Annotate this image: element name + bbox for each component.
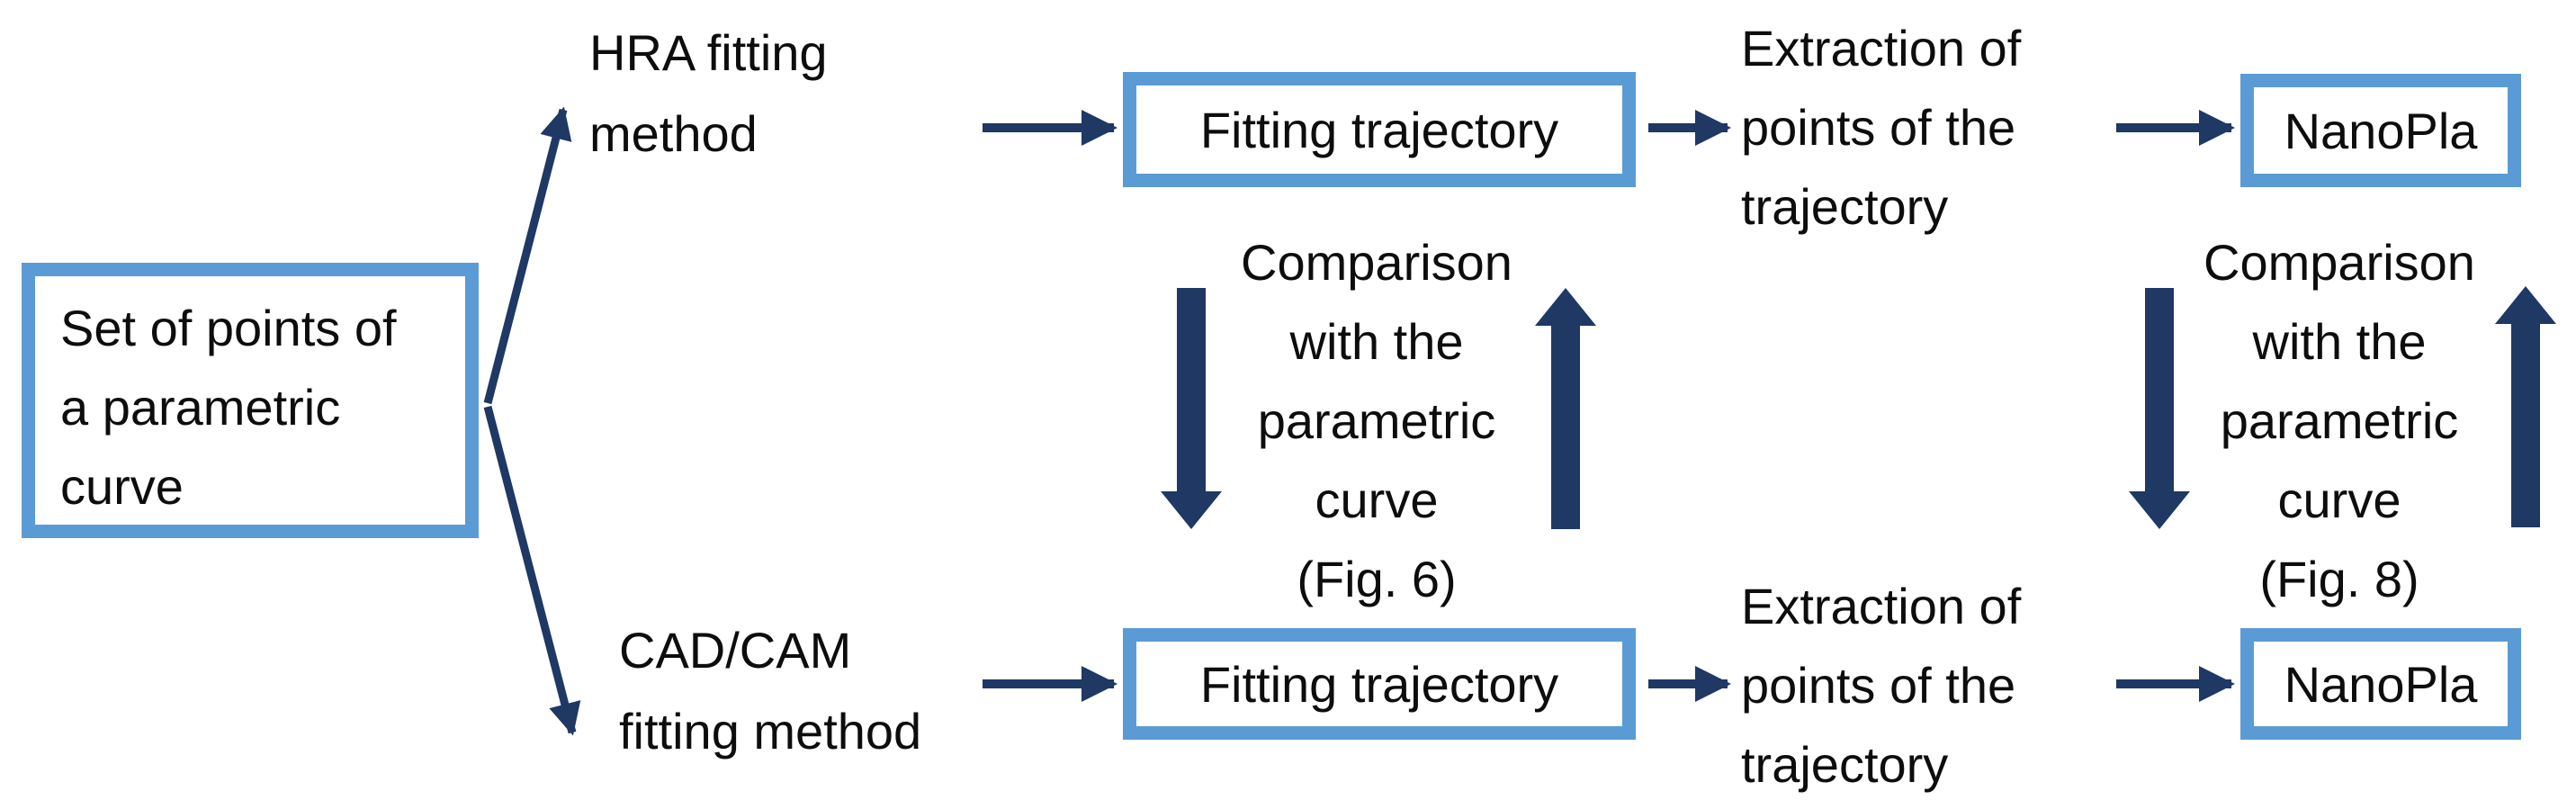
branch-arrow-down-icon [483,405,581,736]
nanopla-box-bottom: NanoPla [2240,628,2521,740]
fitting-trajectory-bottom-text: Fitting trajectory [1199,655,1559,713]
extraction-label-bottom: Extraction of points of the trajectory [1741,578,2022,793]
branch-arrow-up-icon [483,106,572,405]
nanopla-bottom-text: NanoPla [2284,655,2478,713]
hra-method-label: HRA fitting method [589,24,828,162]
extraction-label-top: Extraction of points of the trajectory [1741,20,2022,235]
given-data-box-text: Set of points of a parametric curve [60,300,397,515]
comparison-fig6-label: Comparison with the parametric curve (Fi… [1241,234,1512,607]
given-data-box: Set of points of a parametric curve [22,263,479,538]
fitting-trajectory-box-top: Fitting trajectory [1123,72,1636,187]
cadcam-method-label: CAD/CAM fitting method [619,622,922,760]
nanopla-box-top: NanoPla [2240,74,2521,187]
fitting-trajectory-top-text: Fitting trajectory [1199,101,1559,158]
nanopla-top-text: NanoPla [2284,102,2478,159]
comparison-fig8-label: Comparison with the parametric curve (Fi… [2204,234,2475,607]
fitting-trajectory-box-bottom: Fitting trajectory [1123,628,1636,740]
